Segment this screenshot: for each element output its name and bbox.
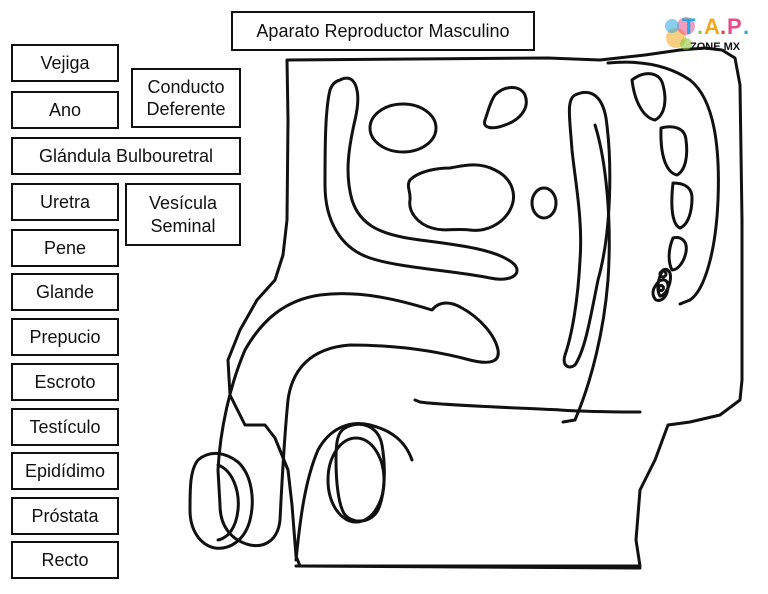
label-recto[interactable]: Recto [11,541,119,579]
diagram-title-text: Aparato Reproductor Masculino [256,20,510,41]
logo-subtitle: ZONE MX [690,41,741,53]
label-glandula-bulbouretral[interactable]: Glándula Bulbouretral [11,137,241,175]
vertebra-3 [670,181,694,230]
logo-letter-a: A [704,14,720,39]
label-vesicula-seminal[interactable]: Vesícula Seminal [125,183,241,246]
logo-letter-t: T [682,14,696,39]
base-line [294,564,642,570]
label-epididimo[interactable]: Epidídimo [11,452,119,490]
glans [188,452,254,550]
logo-bubble-4 [680,38,692,50]
coccyx [651,278,670,302]
vertebra-4 [667,236,688,272]
logo-graphic: T . A . P . ZONE MX [665,14,749,53]
logo-dot-3: . [743,14,749,39]
glans-inner [216,463,240,542]
coccyx-dot-2 [657,284,665,292]
prostate [406,163,515,232]
diagram-title: Aparato Reproductor Masculino [231,11,535,51]
tap-zone-logo: T . A . P . ZONE MX [664,8,764,58]
label-pene-text: Pene [43,237,87,258]
label-uretra-text: Uretra [39,191,90,212]
coccyx-dot-1 [658,269,668,279]
label-conducto-deferente-text: Conducto Deferente [146,76,226,120]
label-uretra[interactable]: Uretra [11,183,119,221]
label-vejiga[interactable]: Vejiga [11,44,119,82]
label-prepucio-text: Prepucio [29,326,101,347]
logo-dot-1: . [697,14,703,39]
bladder-shape [368,102,438,154]
label-pene[interactable]: Pene [11,229,119,267]
vertebra-1 [630,72,667,122]
body-outline [226,46,744,568]
logo-letter-p: P [727,14,742,39]
label-epididimo-text: Epidídimo [24,460,106,481]
label-prostata[interactable]: Próstata [11,497,119,535]
label-prostata-text: Próstata [31,505,99,526]
label-recto-text: Recto [41,549,89,570]
label-testiculo[interactable]: Testículo [11,408,119,446]
label-conducto-deferente[interactable]: Conducto Deferente [131,68,241,128]
label-testiculo-text: Testículo [29,416,101,437]
label-prepucio[interactable]: Prepucio [11,318,119,356]
vas-deferens [323,76,519,281]
label-ano[interactable]: Ano [11,91,119,129]
seminal-vesicle [482,86,528,130]
scrotum [294,422,414,562]
label-vesicula-seminal-text: Vesícula Seminal [148,193,218,236]
bulbourethral-gland [530,186,558,220]
sacrum-outline [606,60,720,306]
anal-canal [561,123,611,424]
label-escroto-text: Escroto [34,371,96,392]
label-glande-text: Glande [35,281,95,302]
penis-outer [413,398,642,414]
urethra-shaft [216,292,500,548]
label-vejiga-text: Vejiga [40,52,90,73]
label-glande[interactable]: Glande [11,273,119,311]
vertebra-2 [659,125,689,177]
label-escroto[interactable]: Escroto [11,363,119,401]
label-glandula-bulbouretral-text: Glándula Bulbouretral [38,145,214,166]
testicle-shape [326,436,386,524]
logo-bubble-3 [665,19,679,33]
logo-bubble-2 [677,17,695,35]
logo-dot-2: . [720,14,726,39]
rectum [562,90,612,369]
label-ano-text: Ano [48,99,82,120]
